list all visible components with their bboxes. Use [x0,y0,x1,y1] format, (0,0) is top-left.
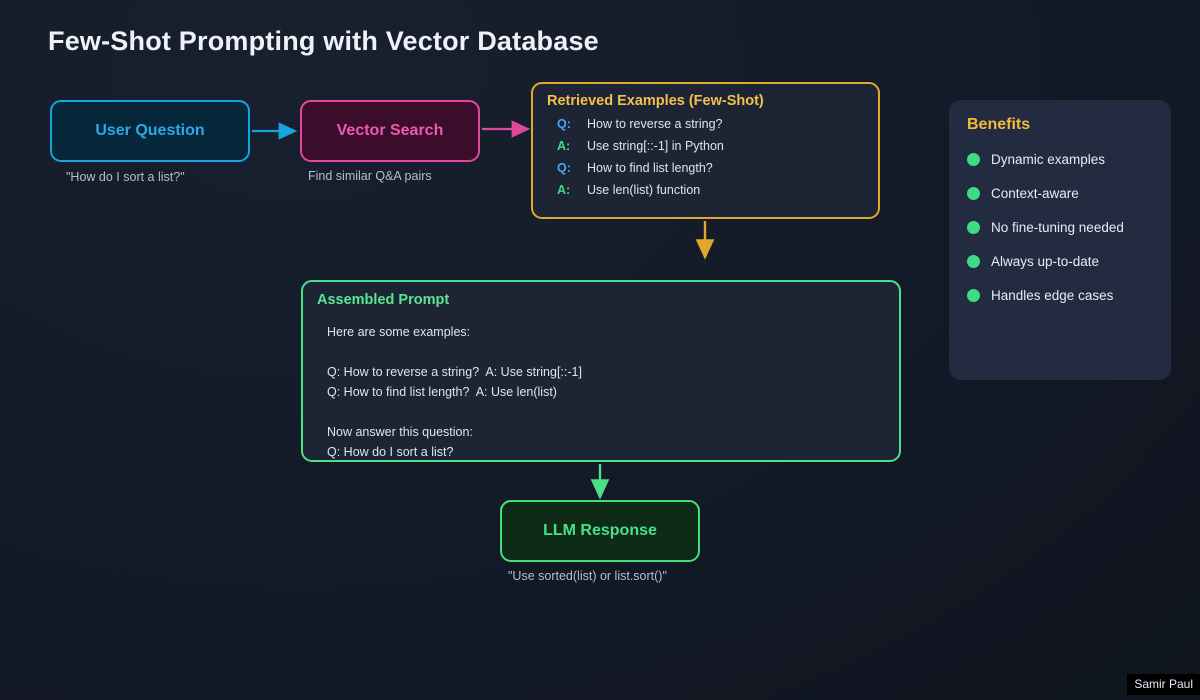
benefit-bullet-icon [967,153,980,166]
benefit-label: Dynamic examples [991,152,1106,167]
benefit-label: Always up-to-date [991,254,1100,269]
caption-user-question: "How do I sort a list?" [66,170,185,184]
node-vector-search-label: Vector Search [336,122,444,139]
watermark: Samir Paul [1127,674,1200,695]
benefit-bullet-icon [967,289,980,302]
caption-llm-response: "Use sorted(list) or list.sort()" [508,569,667,583]
assembled-prompt-body: Here are some examples: Q: How to revers… [327,325,582,459]
benefit-item: No fine-tuning needed [967,220,1161,235]
panel-assembled-prompt[interactable]: Assembled Prompt Here are some examples:… [301,280,901,462]
retrieved-qa-tag: A: [557,183,571,197]
panel-assembled-title: Assembled Prompt [317,292,450,308]
retrieved-qa-list: Q: How to reverse a string? A: Use string[:… [557,117,724,205]
node-llm-response[interactable]: LLM Response [500,500,700,562]
caption-vector-search: Find similar Q&A pairs [308,169,432,183]
benefit-bullet-icon [967,221,980,234]
retrieved-qa-row: A: Use string[::-1] in Python [557,139,724,161]
retrieved-qa-text: Use string[::-1] in Python [587,139,724,153]
retrieved-qa-tag: Q: [557,161,571,175]
benefits-title: Benefits [967,116,1031,133]
retrieved-qa-tag: A: [557,139,571,153]
benefit-label: Context-aware [991,186,1079,201]
benefit-item: Handles edge cases [967,288,1161,303]
page-title: Few-Shot Prompting with Vector Database [48,26,599,56]
panel-retrieved-examples[interactable]: Retrieved Examples (Few-Shot) Q: How to r… [531,82,880,219]
retrieved-qa-tag: Q: [557,117,571,131]
benefit-item: Context-aware [967,186,1161,201]
benefit-label: Handles edge cases [991,288,1114,303]
benefit-item: Always up-to-date [967,254,1161,269]
retrieved-qa-row: Q: How to reverse a string? [557,117,724,139]
retrieved-qa-row: A: Use len(list) function [557,183,724,205]
panel-retrieved-title: Retrieved Examples (Few-Shot) [547,93,764,109]
node-user-question-label: User Question [95,122,205,139]
node-llm-response-label: LLM Response [543,522,657,539]
retrieved-qa-text: Use len(list) function [587,183,701,197]
benefit-label: No fine-tuning needed [991,220,1124,235]
node-user-question[interactable]: User Question [50,100,250,162]
retrieved-qa-row: Q: How to find list length? [557,161,724,183]
benefit-bullet-icon [967,187,980,200]
node-vector-search[interactable]: Vector Search [300,100,480,162]
benefit-bullet-icon [967,255,980,268]
retrieved-qa-text: How to reverse a string? [587,117,723,131]
benefit-item: Dynamic examples [967,152,1161,167]
retrieved-qa-text: How to find list length? [587,161,713,175]
